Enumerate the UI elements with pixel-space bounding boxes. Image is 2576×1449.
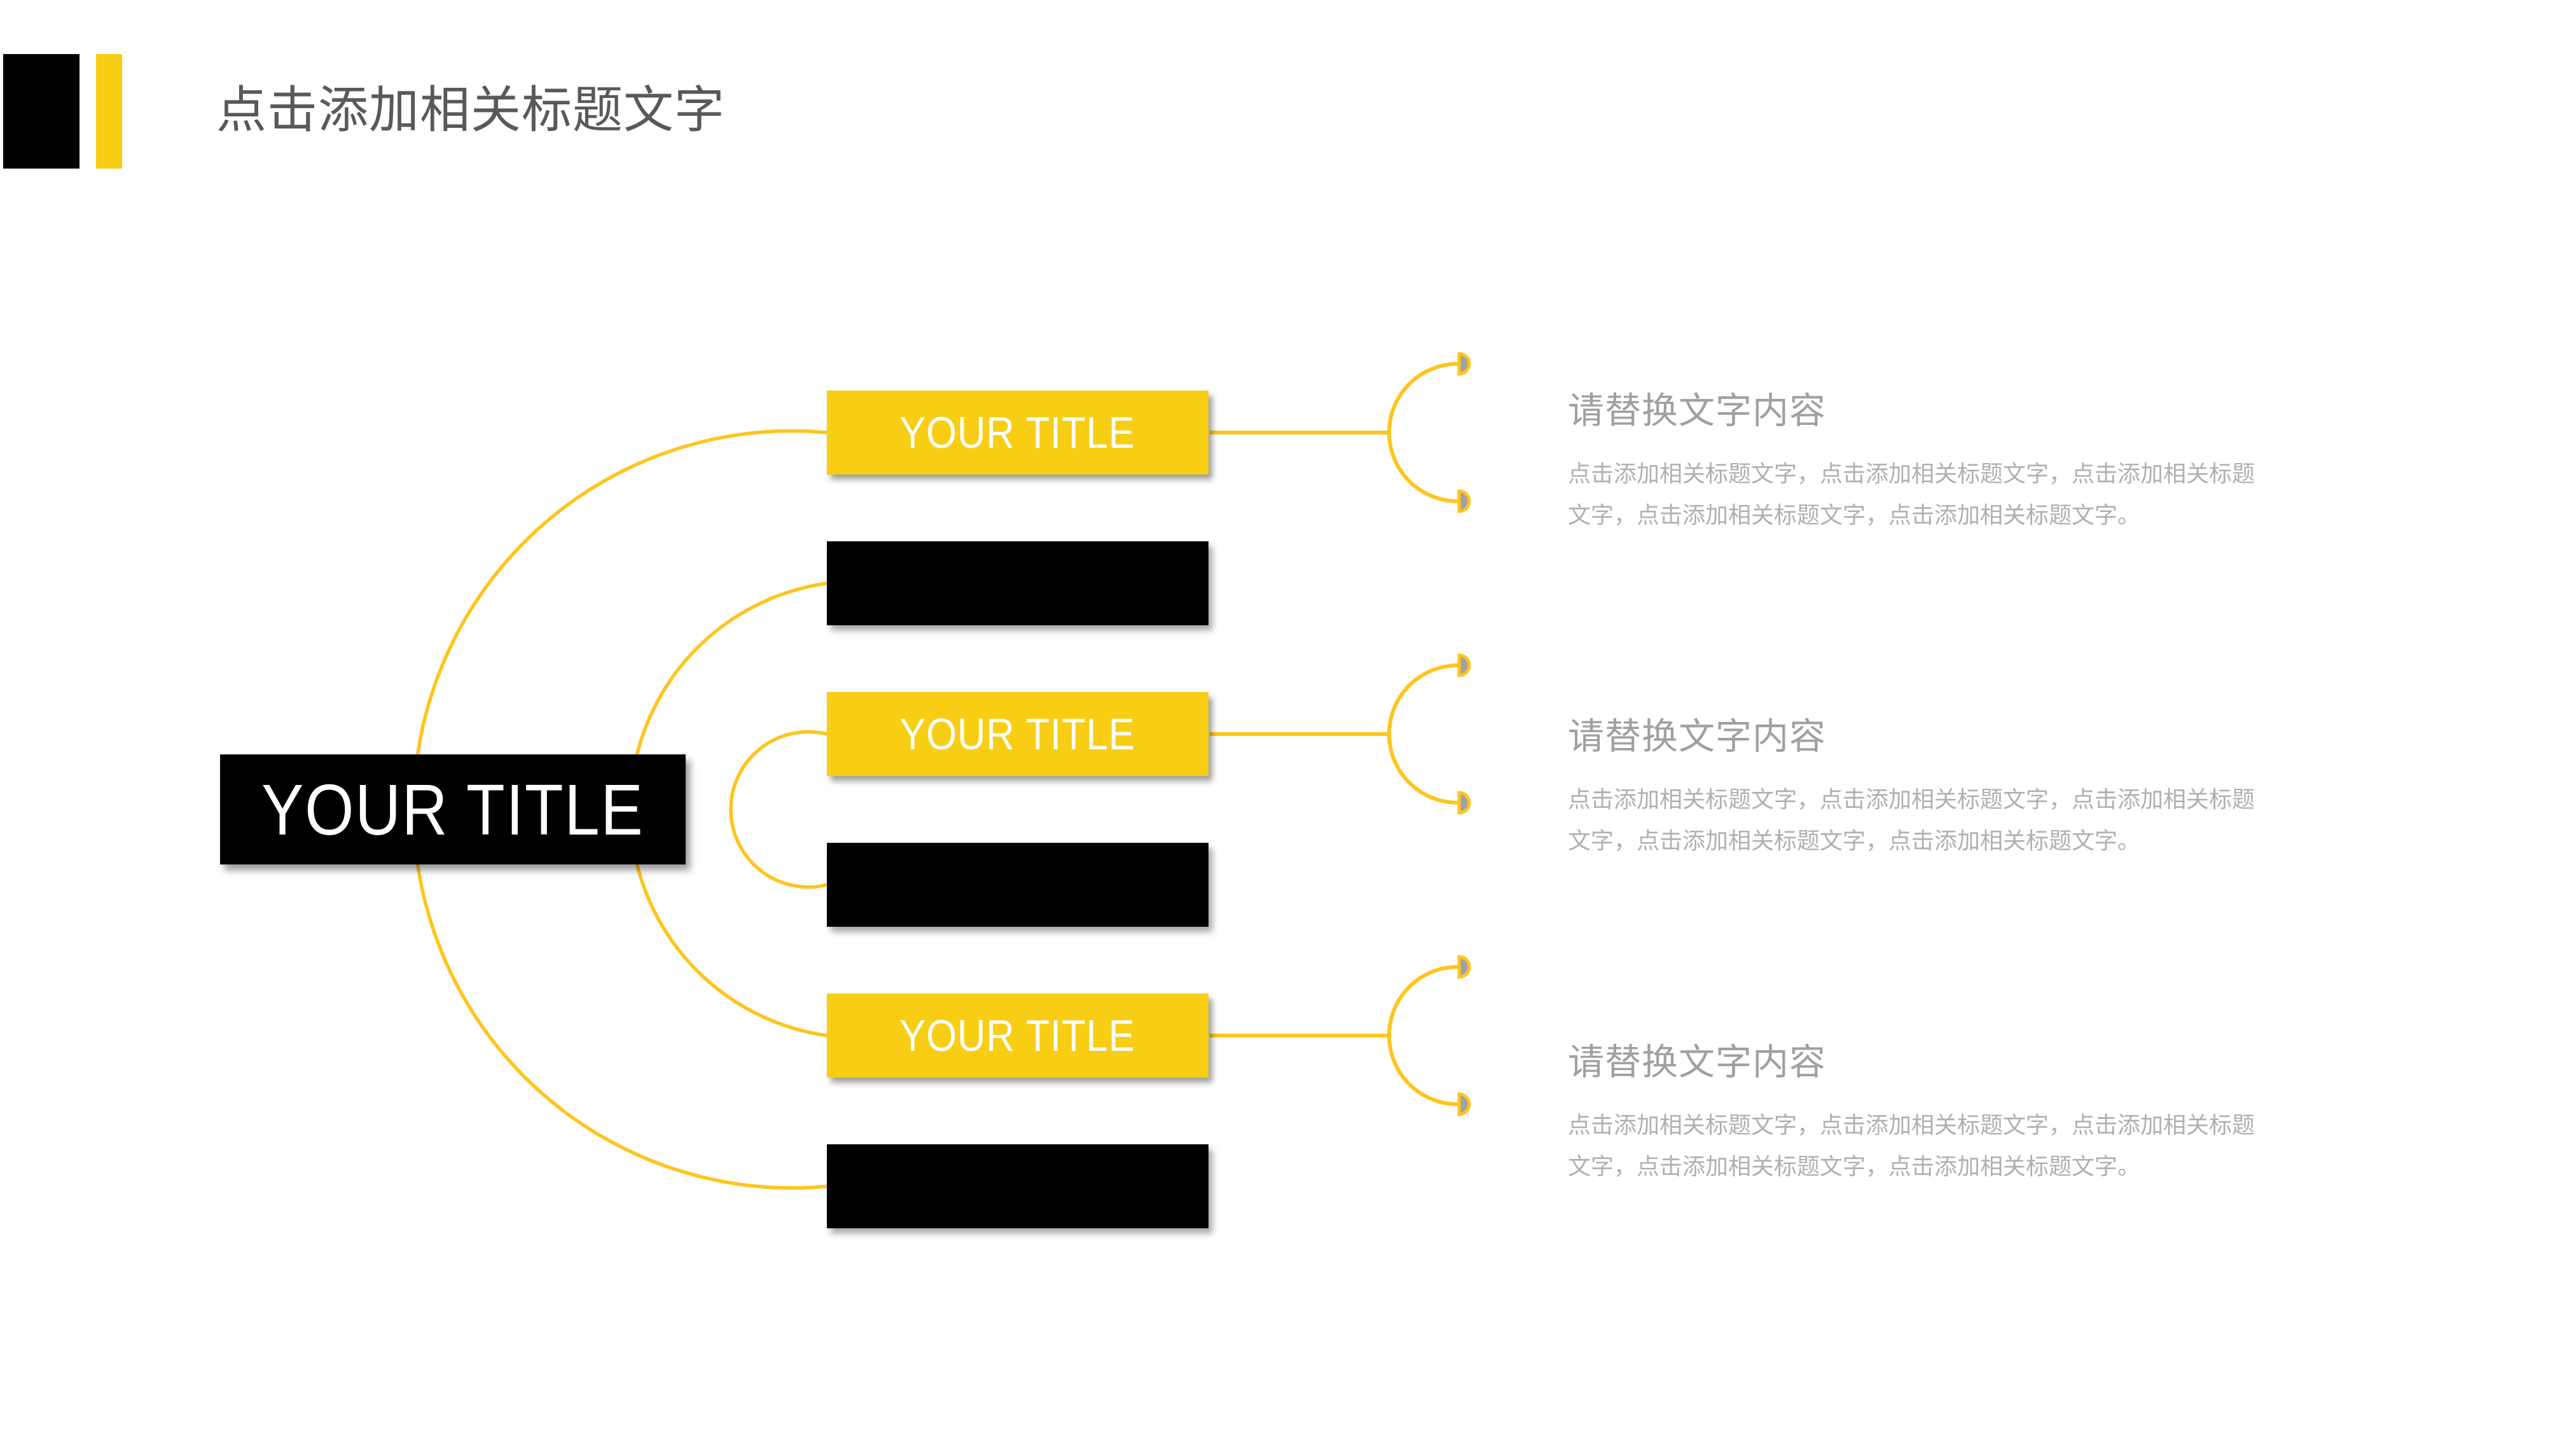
- branch-box-5[interactable]: YOUR TITLE: [827, 994, 1208, 1078]
- connector-end-marker-icon: [1457, 489, 1471, 513]
- branch-box-2[interactable]: [827, 541, 1208, 625]
- branch-box-6[interactable]: [827, 1144, 1208, 1228]
- detail-group-2-heading: 请替换文字内容: [1568, 716, 1826, 757]
- logo-yellow-bar: [96, 54, 122, 169]
- branch-box-4[interactable]: [827, 843, 1208, 927]
- branch-box-3-label: YOUR TITLE: [899, 709, 1136, 759]
- branch-box-1[interactable]: YOUR TITLE: [827, 391, 1208, 475]
- logo-black-square: [3, 54, 80, 169]
- detail-group-2-body-line1: 点击添加相关标题文字，点击添加相关标题文字，点击添加相关标题: [1568, 786, 2255, 812]
- detail-group-2-body-line2: 文字，点击添加相关标题文字，点击添加相关标题文字。: [1568, 828, 2141, 854]
- detail-group-2[interactable]: 请替换文字内容 点击添加相关标题文字，点击添加相关标题文字，点击添加相关标题 文…: [1568, 718, 2280, 861]
- connector-end-marker-icon: [1457, 653, 1471, 677]
- connector-halfring-2: [1387, 663, 1458, 805]
- connector-halfring-3: [1387, 965, 1458, 1106]
- connector-end-marker-icon: [1457, 955, 1471, 979]
- connector-halfring-1: [1387, 362, 1458, 503]
- detail-group-3-body: 点击添加相关标题文字，点击添加相关标题文字，点击添加相关标题 文字，点击添加相关…: [1568, 1104, 2280, 1187]
- detail-group-2-body: 点击添加相关标题文字，点击添加相关标题文字，点击添加相关标题 文字，点击添加相关…: [1568, 779, 2280, 861]
- detail-group-3[interactable]: 请替换文字内容 点击添加相关标题文字，点击添加相关标题文字，点击添加相关标题 文…: [1568, 1043, 2280, 1187]
- connector-end-marker-icon: [1457, 1092, 1471, 1116]
- center-title-box[interactable]: YOUR TITLE: [220, 754, 686, 864]
- detail-group-3-heading: 请替换文字内容: [1568, 1042, 1826, 1083]
- branch-box-3[interactable]: YOUR TITLE: [827, 692, 1208, 776]
- detail-group-1[interactable]: 请替换文字内容 点击添加相关标题文字，点击添加相关标题文字，点击添加相关标题 文…: [1568, 392, 2280, 536]
- branch-box-1-label: YOUR TITLE: [899, 408, 1136, 457]
- connector-end-marker-icon: [1457, 352, 1471, 376]
- detail-group-1-body-line1: 点击添加相关标题文字，点击添加相关标题文字，点击添加相关标题: [1568, 461, 2255, 487]
- detail-group-3-body-line2: 文字，点击添加相关标题文字，点击添加相关标题文字。: [1568, 1153, 2141, 1179]
- arc-inner-branch3-branch4: [729, 730, 828, 889]
- branch-box-5-label: YOUR TITLE: [899, 1011, 1136, 1060]
- connector-end-marker-icon: [1457, 791, 1471, 815]
- center-title-label: YOUR TITLE: [261, 769, 644, 850]
- detail-group-1-body-line2: 文字，点击添加相关标题文字，点击添加相关标题文字。: [1568, 502, 2141, 528]
- detail-group-1-body: 点击添加相关标题文字，点击添加相关标题文字，点击添加相关标题 文字，点击添加相关…: [1568, 453, 2280, 536]
- detail-group-1-heading: 请替换文字内容: [1568, 391, 1826, 431]
- detail-group-3-body-line1: 点击添加相关标题文字，点击添加相关标题文字，点击添加相关标题: [1568, 1112, 2255, 1138]
- page-title[interactable]: 点击添加相关标题文字: [216, 81, 725, 138]
